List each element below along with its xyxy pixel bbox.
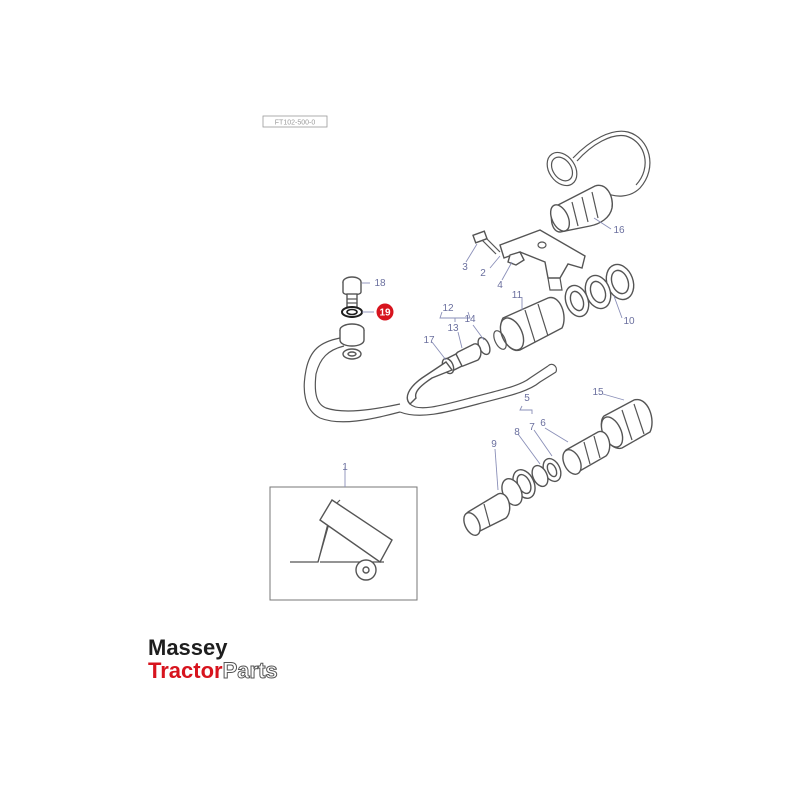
callout-18: 18: [374, 278, 386, 289]
bracket-nut: [507, 251, 525, 266]
callout-14: 14: [464, 314, 476, 325]
coupler-nipple-9: [463, 492, 511, 536]
hydraulic-pipe-left: [303, 337, 401, 423]
banjo-bolt-18: [342, 276, 362, 309]
massey-tractor-parts-logo: Massey TractorParts: [148, 635, 278, 684]
coupler-body-11: [493, 296, 565, 351]
seal-rings-lower: [501, 457, 562, 506]
callout-7: 7: [529, 422, 535, 433]
callout-9: 9: [491, 439, 497, 450]
hydraulic-pipe-17: [399, 361, 557, 416]
callout-13: 13: [447, 323, 459, 334]
dust-cap-body: [549, 184, 613, 233]
callout-10: 10: [623, 316, 635, 327]
sealing-washer-19: [341, 306, 363, 318]
callout-15: 15: [592, 387, 604, 398]
leader-lines: [344, 217, 625, 491]
bracket-bolt: [472, 230, 501, 255]
callout-5: 5: [524, 393, 530, 404]
coupler-socket: [562, 430, 611, 475]
dust-cap-cable: [546, 130, 651, 197]
callout-19: 19: [379, 308, 391, 319]
callout-6: 6: [540, 418, 546, 429]
logo-line2: TractorParts: [148, 658, 278, 683]
logo-line1: Massey: [148, 635, 228, 660]
callout-12: 12: [442, 303, 454, 314]
callout-17: 17: [423, 335, 435, 346]
seal-rings-10: [564, 263, 635, 318]
banjo-union: [339, 323, 365, 360]
callout-19-highlight: 19: [376, 303, 394, 321]
callout-2: 2: [480, 268, 486, 279]
callout-4: 4: [497, 280, 503, 291]
callout-1: 1: [342, 462, 348, 473]
logo-parts: Parts: [223, 658, 278, 683]
callout-11: 11: [512, 290, 523, 301]
logo-tractor: Tractor: [148, 658, 223, 683]
callout-8: 8: [514, 427, 520, 438]
reference-code: FT102-500-0: [275, 120, 316, 127]
tractor-trailer-inset: [269, 486, 418, 601]
callout-numbers: 1 2 3 4 5 6 7 8 9 10 11 12 13 14 15 16 1…: [342, 225, 635, 473]
callout-16: 16: [613, 225, 625, 236]
callout-3: 3: [462, 262, 468, 273]
reference-code-box: FT102-500-0: [262, 115, 328, 128]
